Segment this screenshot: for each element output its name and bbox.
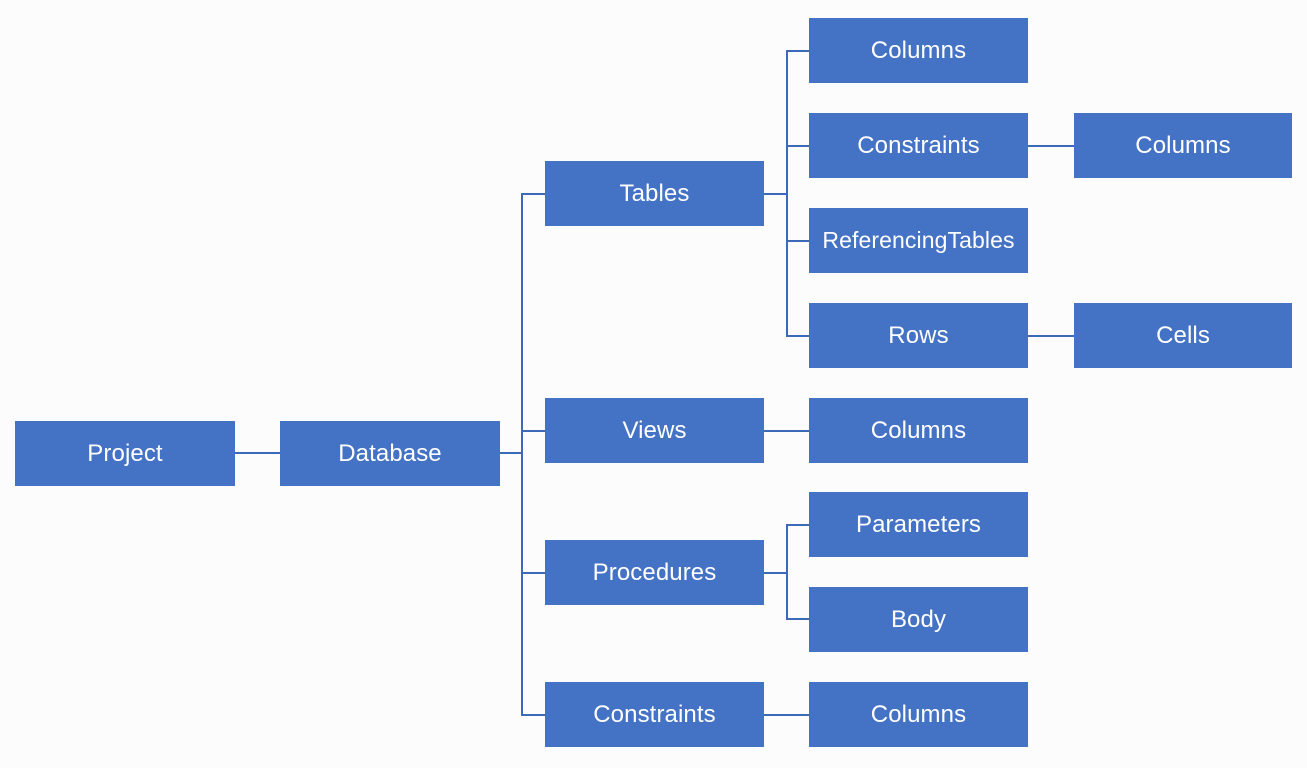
node-rows[interactable]: Rows xyxy=(809,303,1028,368)
edge-subtrunk-tables-columns xyxy=(786,50,809,52)
edge-tables-subtrunk xyxy=(764,193,788,195)
node-tables-label: Tables xyxy=(619,179,690,207)
node-body-label: Body xyxy=(890,605,947,633)
edge-procedures-subtrunk xyxy=(764,572,788,574)
edge-subtrunk-rows xyxy=(786,335,809,337)
node-constraints-columns[interactable]: Columns xyxy=(809,682,1028,747)
edge-subtrunk-referencing-tables xyxy=(786,240,809,242)
node-tables-constraints-label: Constraints xyxy=(857,131,980,159)
node-views-columns[interactable]: Columns xyxy=(809,398,1028,463)
node-parameters-label: Parameters xyxy=(855,510,982,538)
node-constraint-columns-level4-label: Columns xyxy=(1135,131,1231,159)
edge-trunk-tables xyxy=(521,193,545,195)
edge-database-trunk xyxy=(500,452,523,454)
node-database[interactable]: Database xyxy=(280,421,500,486)
node-constraints-columns-label: Columns xyxy=(870,700,967,728)
edge-constraints-l2-columns xyxy=(764,714,809,716)
node-views-columns-label: Columns xyxy=(870,416,967,444)
node-cells-label: Cells xyxy=(1156,321,1210,349)
edge-views-columns xyxy=(764,430,809,432)
edge-trunk-views xyxy=(521,430,545,432)
node-referencing-tables[interactable]: ReferencingTables xyxy=(809,208,1028,273)
node-database-label: Database xyxy=(338,439,442,467)
node-tables-columns-label: Columns xyxy=(870,36,967,64)
node-rows-label: Rows xyxy=(888,321,949,349)
node-procedures[interactable]: Procedures xyxy=(545,540,764,605)
edge-constraints-columns-l4 xyxy=(1028,145,1074,147)
edge-tables-subtrunk-vertical xyxy=(786,50,788,336)
node-referencing-tables-label: ReferencingTables xyxy=(822,227,1015,253)
node-parameters[interactable]: Parameters xyxy=(809,492,1028,557)
edge-main-trunk xyxy=(521,193,523,715)
node-tables-columns[interactable]: Columns xyxy=(809,18,1028,83)
edge-subtrunk-tables-constraints xyxy=(786,145,809,147)
node-constraints-level2[interactable]: Constraints xyxy=(545,682,764,747)
edge-procedures-subtrunk-vertical xyxy=(786,524,788,620)
node-tables-constraints[interactable]: Constraints xyxy=(809,113,1028,178)
node-procedures-label: Procedures xyxy=(592,558,717,586)
edge-subtrunk-body xyxy=(786,618,809,620)
node-constraints-level2-label: Constraints xyxy=(593,700,716,728)
node-cells[interactable]: Cells xyxy=(1074,303,1292,368)
node-views[interactable]: Views xyxy=(545,398,764,463)
node-views-label: Views xyxy=(622,416,687,444)
node-project[interactable]: Project xyxy=(15,421,235,486)
edge-rows-cells xyxy=(1028,335,1074,337)
edge-trunk-constraints xyxy=(521,714,545,716)
node-constraint-columns-level4[interactable]: Columns xyxy=(1074,113,1292,178)
edge-project-database xyxy=(235,452,280,454)
edge-trunk-procedures xyxy=(521,572,545,574)
node-body[interactable]: Body xyxy=(809,587,1028,652)
node-project-label: Project xyxy=(87,439,163,467)
edge-subtrunk-parameters xyxy=(786,524,809,526)
node-tables[interactable]: Tables xyxy=(545,161,764,226)
